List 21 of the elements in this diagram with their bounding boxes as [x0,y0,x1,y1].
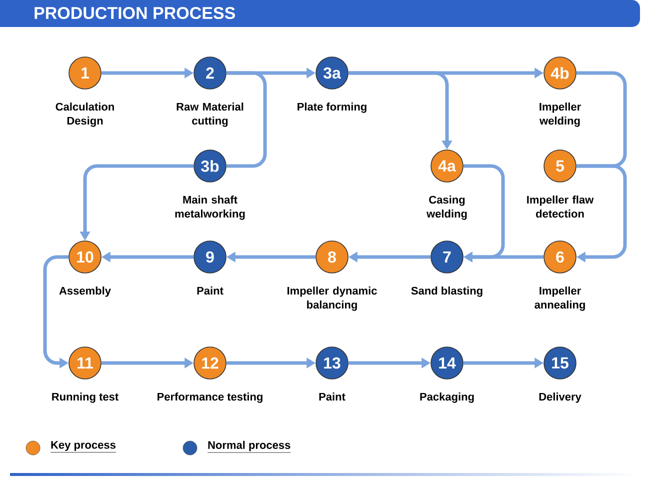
title-bar: PRODUCTION PROCESS [0,0,640,27]
step-label: Impeller flaw detection [527,196,594,218]
step-label: Impeller annealing [534,286,585,311]
step-label: Impeller welding [540,102,581,127]
step-label: Calculation Design [56,102,114,127]
step-label: Sand blasting [411,286,482,297]
step-label: Delivery [539,392,582,403]
arrow [576,164,627,262]
step-label: Paint [319,392,346,401]
step-label: Performance testing [158,392,262,403]
step-label: Assembly [59,286,111,297]
step-label: Casing welding [426,196,467,220]
step-label: Running test [52,392,118,403]
legend-label: Normal process [207,440,291,453]
step-label: Packaging [420,392,474,403]
step-label: Impeller dynamic balancing [288,286,377,311]
legend-label: Key process [50,441,116,453]
step-label: Main shaft metalworking [175,196,245,220]
step-label: Plate forming [298,102,366,113]
step-label: Raw Material cutting [176,102,244,127]
step-label: Paint [197,286,224,295]
